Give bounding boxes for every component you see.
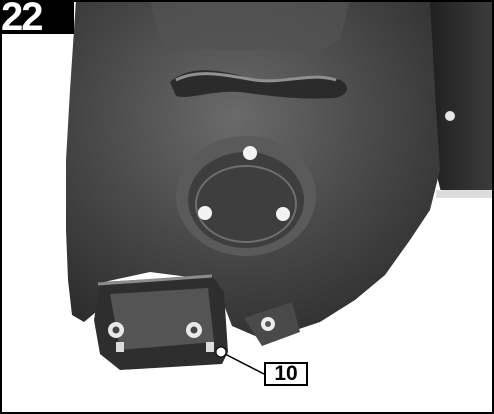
bracket-face [110, 288, 214, 350]
bracket-edge [97, 274, 213, 286]
bracket-slot-right [206, 342, 214, 352]
step-number: 22 [0, 0, 74, 34]
panel-edge [436, 190, 494, 198]
side-tab-bolt [265, 321, 271, 327]
mount-hole-top [243, 146, 257, 160]
bracket-bolt-right [190, 326, 198, 334]
callout-label-10: 10 [264, 362, 308, 386]
panel-bolt [445, 111, 455, 121]
mount-recess [188, 152, 304, 248]
mount-hole-right [276, 207, 290, 221]
right-panel [420, 0, 494, 196]
bracket-slot-left [116, 342, 124, 352]
handle-highlight [175, 72, 337, 83]
upper-rib [150, 0, 350, 50]
bracket-bolt-left [112, 326, 120, 334]
callout-leader [220, 351, 265, 375]
mount-hole-left [198, 206, 212, 220]
mount-rim [195, 165, 297, 243]
callout-point [215, 346, 227, 358]
